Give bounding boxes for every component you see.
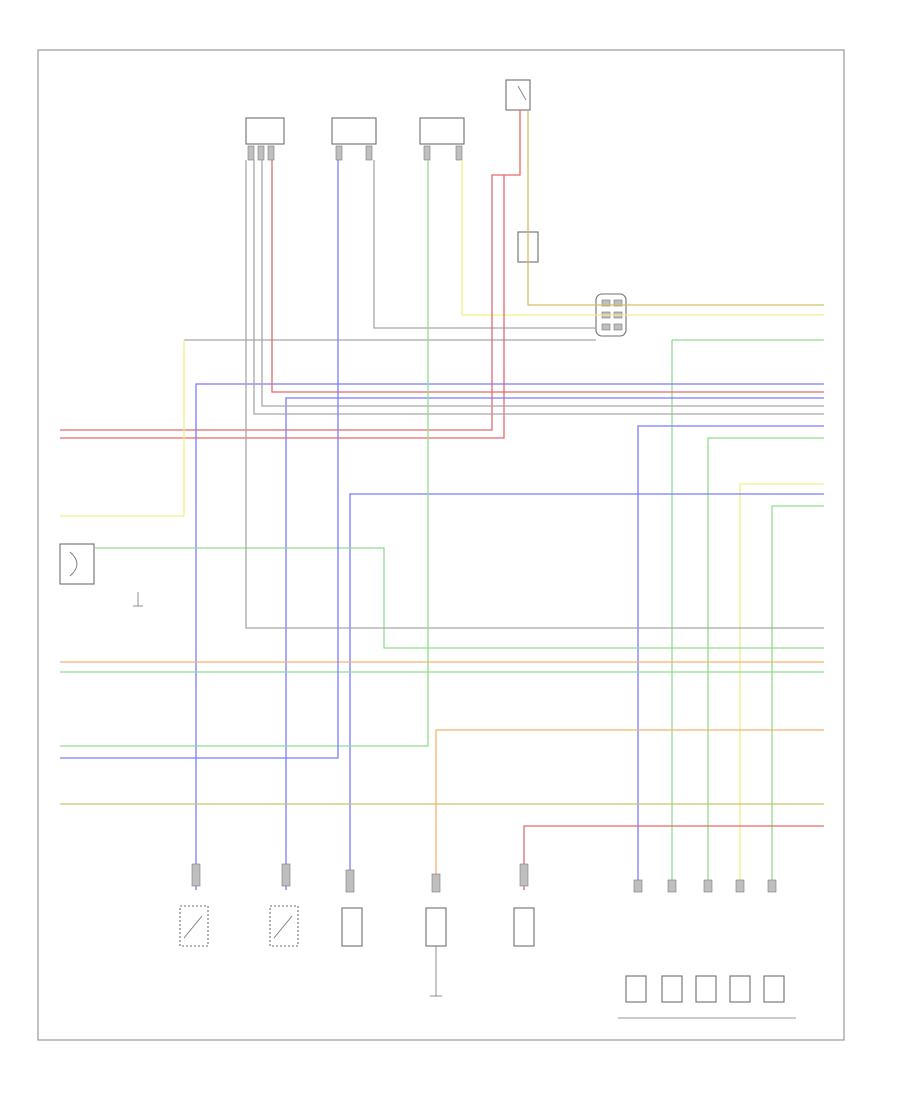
- wire-blue-bus-1: [195, 383, 824, 890]
- wire-gray-top-1: [373, 160, 596, 329]
- diagram-frame: [37, 49, 845, 1041]
- wire-yellow-right: [739, 483, 824, 890]
- wire-green-sensor: [94, 547, 824, 649]
- top-right-switch: [505, 79, 531, 111]
- wire-green-bus-1: [707, 437, 824, 890]
- wire-yellow-top: [461, 160, 824, 316]
- wire-red-switch-2: [60, 175, 505, 439]
- bottom-component-4: [425, 907, 447, 947]
- bottom-switch-2: [269, 905, 299, 947]
- bottom-component-3: [341, 907, 363, 947]
- wire-olive-top: [527, 110, 824, 306]
- wire-green-comp3: [60, 160, 429, 747]
- top-component-3: [419, 117, 465, 161]
- bottom-switch-1: [179, 905, 209, 947]
- wire-blue-right: [349, 493, 824, 890]
- bottom-connector-markers: [191, 863, 529, 893]
- wire-yellow-left: [60, 340, 185, 517]
- wire-red-switch: [60, 110, 521, 431]
- top-component-2: [331, 117, 377, 161]
- wire-gray-bus-2: [253, 160, 824, 415]
- wire-gray-bus-1: [261, 160, 824, 407]
- wire-green-right: [771, 505, 824, 890]
- ground-symbol: [430, 946, 442, 997]
- bottom-component-5: [513, 907, 535, 947]
- wire-gray-long: [245, 160, 824, 629]
- wire-blue-comp2: [60, 160, 339, 759]
- wire-blue-bus-3: [637, 425, 824, 890]
- wire-orange-vert: [435, 729, 824, 890]
- left-sensor: [59, 543, 143, 607]
- wire-blue-bus-2: [285, 397, 824, 890]
- top-component-1: [245, 117, 285, 161]
- bottom-right-module: [618, 879, 796, 1019]
- wire-red-bus-1: [271, 160, 824, 393]
